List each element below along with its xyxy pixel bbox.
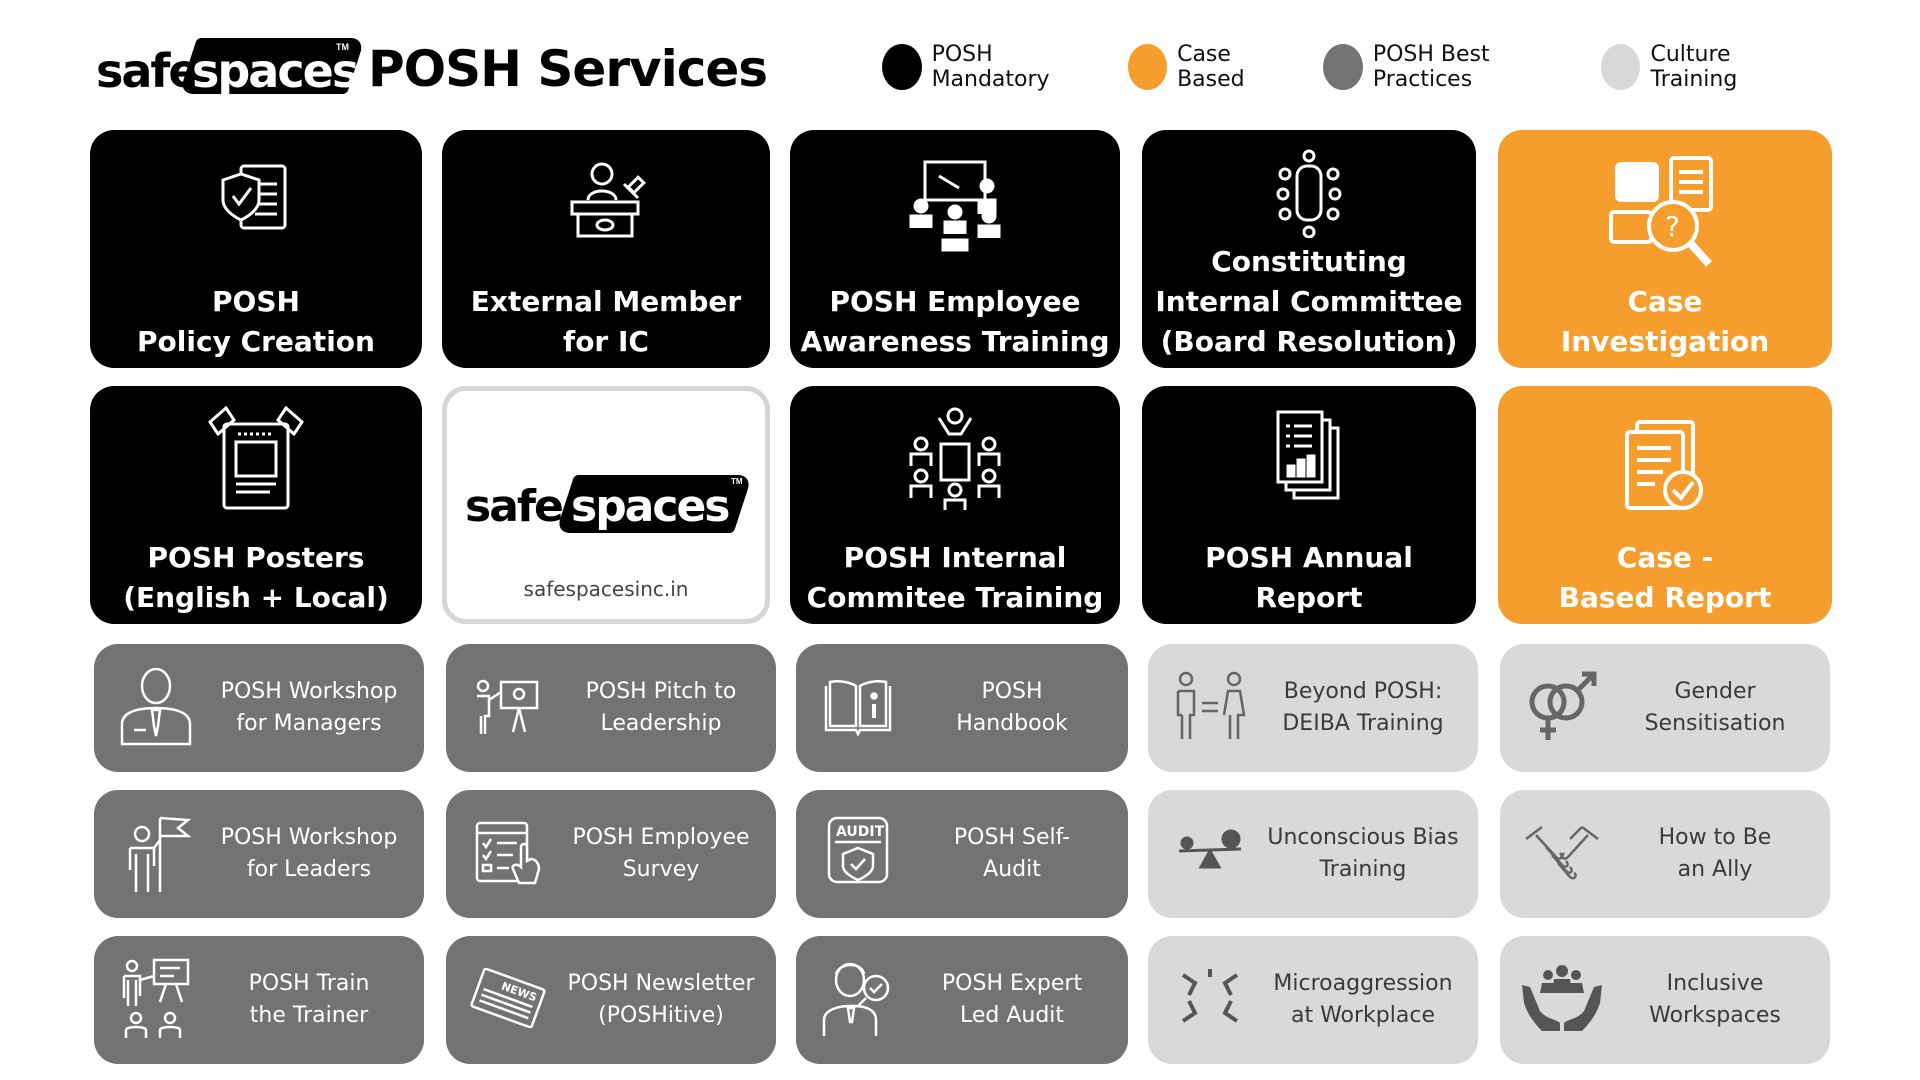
legend-dot-best-practices <box>1323 44 1363 90</box>
card-posh-workshop-leaders[interactable]: POSH Workshop for Leaders <box>94 790 424 918</box>
card-how-to-be-ally[interactable]: How to Be an Ally <box>1500 790 1830 918</box>
card-microaggression[interactable]: Microaggression at Workplace <box>1148 936 1478 1064</box>
group-training-icon <box>790 404 1120 514</box>
card-gender-sensitisation[interactable]: Gender Sensitisation <box>1500 644 1830 772</box>
svg-text:AUDIT: AUDIT <box>836 824 885 840</box>
card-posh-newsletter[interactable]: NEWS POSH Newsletter (POSHitive) <box>446 936 776 1064</box>
card-title: External Member for IC <box>470 285 742 358</box>
legend-dot-mandatory <box>882 44 922 90</box>
card-posh-self-audit[interactable]: AUDIT POSH Self- Audit <box>796 790 1128 918</box>
microaggression-icon <box>1168 956 1252 1040</box>
card-posh-train-trainer[interactable]: POSH Train the Trainer <box>94 936 424 1064</box>
logo-safe-text: safe <box>96 44 200 98</box>
card-posh-ic-training[interactable]: POSH Internal Commitee Training <box>790 386 1120 624</box>
card-title: POSH Posters (English + Local) <box>123 541 389 614</box>
poster-icon <box>90 400 422 520</box>
report-check-icon <box>1498 416 1832 516</box>
card-posh-pitch-leadership[interactable]: POSH Pitch to Leadership <box>446 644 776 772</box>
annual-report-icon <box>1142 410 1476 510</box>
judge-icon <box>442 154 770 244</box>
logo-tm: TM <box>336 42 349 52</box>
card-title: POSH Annual Report <box>1205 541 1413 614</box>
manager-icon <box>114 664 198 748</box>
card-posh-handbook[interactable]: POSH Handbook <box>796 644 1128 772</box>
card-constituting-ic[interactable]: Constituting Internal Committee (Board R… <box>1142 130 1476 368</box>
newspaper-icon: NEWS <box>466 956 550 1040</box>
survey-icon <box>466 810 550 894</box>
legend-item-best-practices: POSH Best Practices <box>1323 42 1565 92</box>
leader-flag-icon <box>114 810 198 894</box>
svg-text:?: ? <box>1665 210 1680 243</box>
investigation-icon: ? <box>1498 154 1832 274</box>
card-title: Case Investigation <box>1560 285 1770 358</box>
card-title: Constituting Internal Committee (Board R… <box>1155 245 1463 358</box>
page-header: safe spaces TM POSH Services POSH Mandat… <box>96 36 1836 98</box>
card-posh-posters[interactable]: POSH Posters (English + Local) <box>90 386 422 624</box>
safespaces-logo: safe spaces TM <box>96 38 366 98</box>
handbook-icon <box>816 664 900 748</box>
legend-item-culture-training: Culture Training <box>1600 42 1800 92</box>
legend-item-mandatory: POSH Mandatory <box>882 42 1092 92</box>
handshake-icon <box>1520 810 1604 894</box>
card-posh-employee-survey[interactable]: POSH Employee Survey <box>446 790 776 918</box>
presentation-training-icon <box>790 154 1120 254</box>
legend-dot-case-based <box>1127 44 1168 90</box>
card-title: Case - Based Report <box>1558 541 1772 614</box>
policy-document-icon <box>90 154 422 244</box>
gender-icon <box>1520 664 1604 748</box>
logo-spaces-text: spaces <box>192 44 359 98</box>
safespaces-logo-card: safe spaces TM safespacesinc.in <box>442 386 770 624</box>
card-posh-expert-audit[interactable]: POSH Expert Led Audit <box>796 936 1128 1064</box>
card-external-member[interactable]: External Member for IC <box>442 130 770 368</box>
legend-item-case-based: Case Based <box>1127 42 1288 92</box>
card-posh-workshop-managers[interactable]: POSH Workshop for Managers <box>94 644 424 772</box>
expert-icon <box>816 956 900 1040</box>
card-title: POSH Internal Commitee Training <box>806 541 1104 614</box>
card-unconscious-bias[interactable]: Unconscious Bias Training <box>1148 790 1478 918</box>
legend-dot-culture-training <box>1600 44 1641 90</box>
committee-table-icon <box>1142 148 1476 238</box>
equality-icon <box>1168 664 1252 748</box>
card-posh-policy-creation[interactable]: POSH Policy Creation <box>90 130 422 368</box>
pitch-board-icon <box>466 664 550 748</box>
card-case-based-report[interactable]: Case - Based Report <box>1498 386 1832 624</box>
seesaw-icon <box>1168 810 1252 894</box>
svg-text:NEWS: NEWS <box>500 980 539 1005</box>
card-posh-employee-awareness[interactable]: POSH Employee Awareness Training <box>790 130 1120 368</box>
card-inclusive-workspaces[interactable]: Inclusive Workspaces <box>1500 936 1830 1064</box>
card-title: POSH Policy Creation <box>137 285 375 358</box>
page-title: POSH Services <box>368 40 768 98</box>
trainer-icon <box>114 956 198 1040</box>
inclusive-hands-icon <box>1520 956 1604 1040</box>
card-posh-annual-report[interactable]: POSH Annual Report <box>1142 386 1476 624</box>
card-beyond-posh-deiba[interactable]: Beyond POSH: DEIBA Training <box>1148 644 1478 772</box>
website-url[interactable]: safespacesinc.in <box>523 577 689 601</box>
card-title: POSH Employee Awareness Training <box>800 285 1110 358</box>
legend: POSH Mandatory Case Based POSH Best Prac… <box>882 40 1836 94</box>
audit-shield-icon: AUDIT <box>816 810 900 894</box>
card-case-investigation[interactable]: ? Case Investigation <box>1498 130 1832 368</box>
